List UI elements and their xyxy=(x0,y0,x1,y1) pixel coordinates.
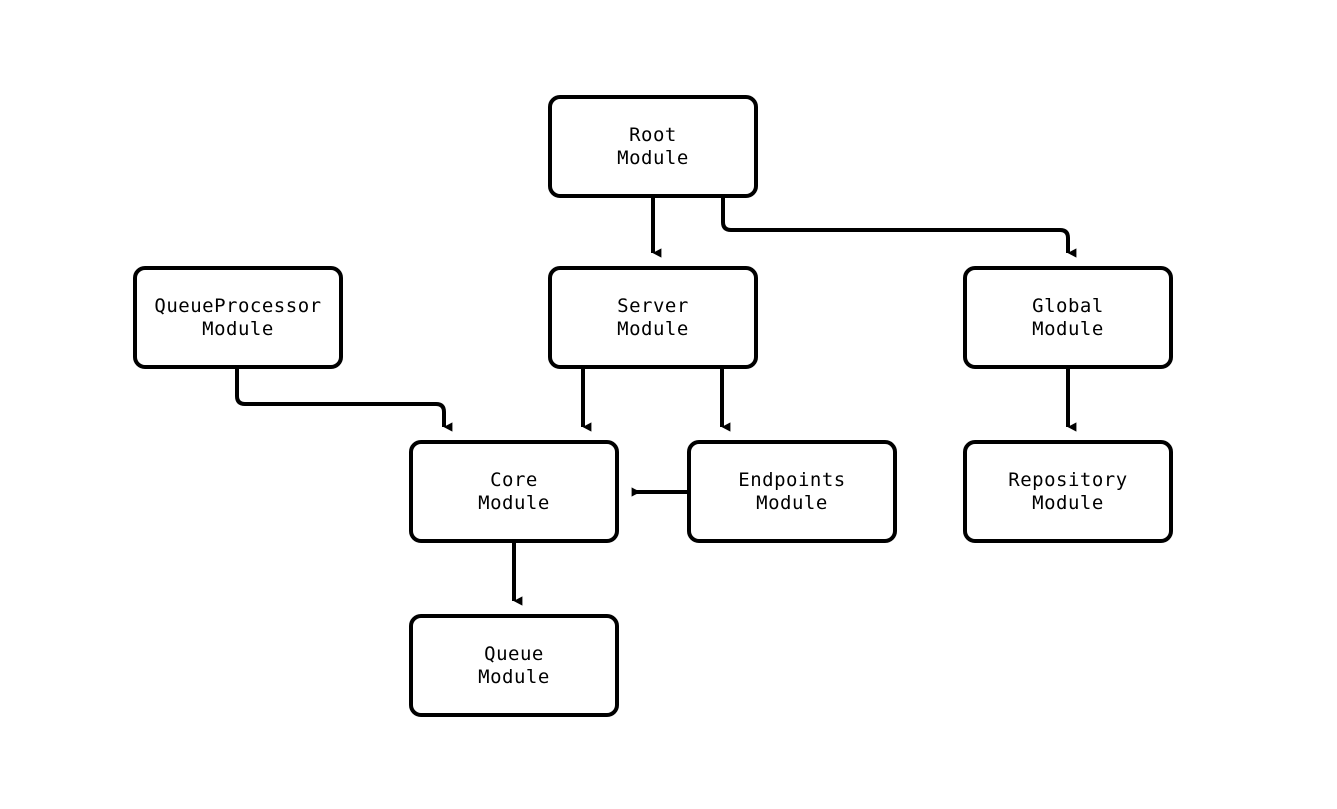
node-queueprocessor-module-label-line1: QueueProcessor xyxy=(154,294,322,317)
node-repository-module-label-line2: Module xyxy=(1032,491,1104,514)
node-server-module[interactable]: Server Module xyxy=(548,266,758,369)
node-endpoints-module[interactable]: Endpoints Module xyxy=(687,440,897,543)
node-global-module-label-line2: Module xyxy=(1032,317,1104,340)
node-server-module-label-line2: Module xyxy=(617,317,689,340)
node-root-module[interactable]: Root Module xyxy=(548,95,758,198)
node-queue-module[interactable]: Queue Module xyxy=(409,614,619,717)
node-core-module-label-line1: Core xyxy=(490,468,538,491)
node-global-module-label-line1: Global xyxy=(1032,294,1104,317)
node-core-module-label-line2: Module xyxy=(478,491,550,514)
node-core-module[interactable]: Core Module xyxy=(409,440,619,543)
node-queueprocessor-module-label-line2: Module xyxy=(202,317,274,340)
node-repository-module-label-line1: Repository xyxy=(1008,468,1128,491)
node-endpoints-module-label-line2: Module xyxy=(756,491,828,514)
node-root-module-label-line1: Root xyxy=(629,123,677,146)
node-queue-module-label-line2: Module xyxy=(478,665,550,688)
node-repository-module[interactable]: Repository Module xyxy=(963,440,1173,543)
node-server-module-label-line1: Server xyxy=(617,294,689,317)
node-global-module[interactable]: Global Module xyxy=(963,266,1173,369)
node-queueprocessor-module[interactable]: QueueProcessor Module xyxy=(133,266,343,369)
node-endpoints-module-label-line1: Endpoints xyxy=(738,468,846,491)
node-root-module-label-line2: Module xyxy=(617,146,689,169)
node-queue-module-label-line1: Queue xyxy=(484,642,544,665)
